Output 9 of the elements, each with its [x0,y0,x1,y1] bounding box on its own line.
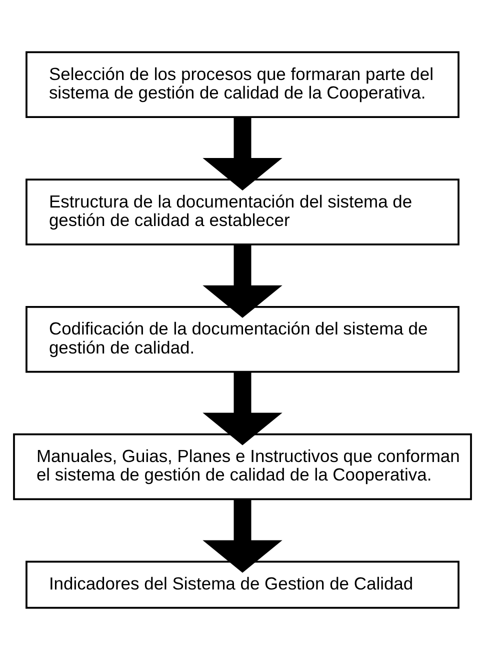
arrow [202,116,282,190]
node-box: Manuales, Guias, Planes e Instructivos que conforman el sistema de gestión de calidad de la Cooperativa. [12,432,472,500]
arrow [202,372,282,445]
node-box: Codificación de la documentación del sistema de gestión de calidad. [25,305,459,372]
arrow [202,499,282,572]
node-box: Selección de los procesos que formaran parte del sistema de gestión de calidad de la Cooperativa. [25,50,459,118]
node-box: Indicadores del Sistema de Gestion de Calidad [25,560,459,608]
arrow [202,244,282,318]
node-box: Estructura de la documentación del sistema de gestión de calidad a establecer [25,178,459,245]
